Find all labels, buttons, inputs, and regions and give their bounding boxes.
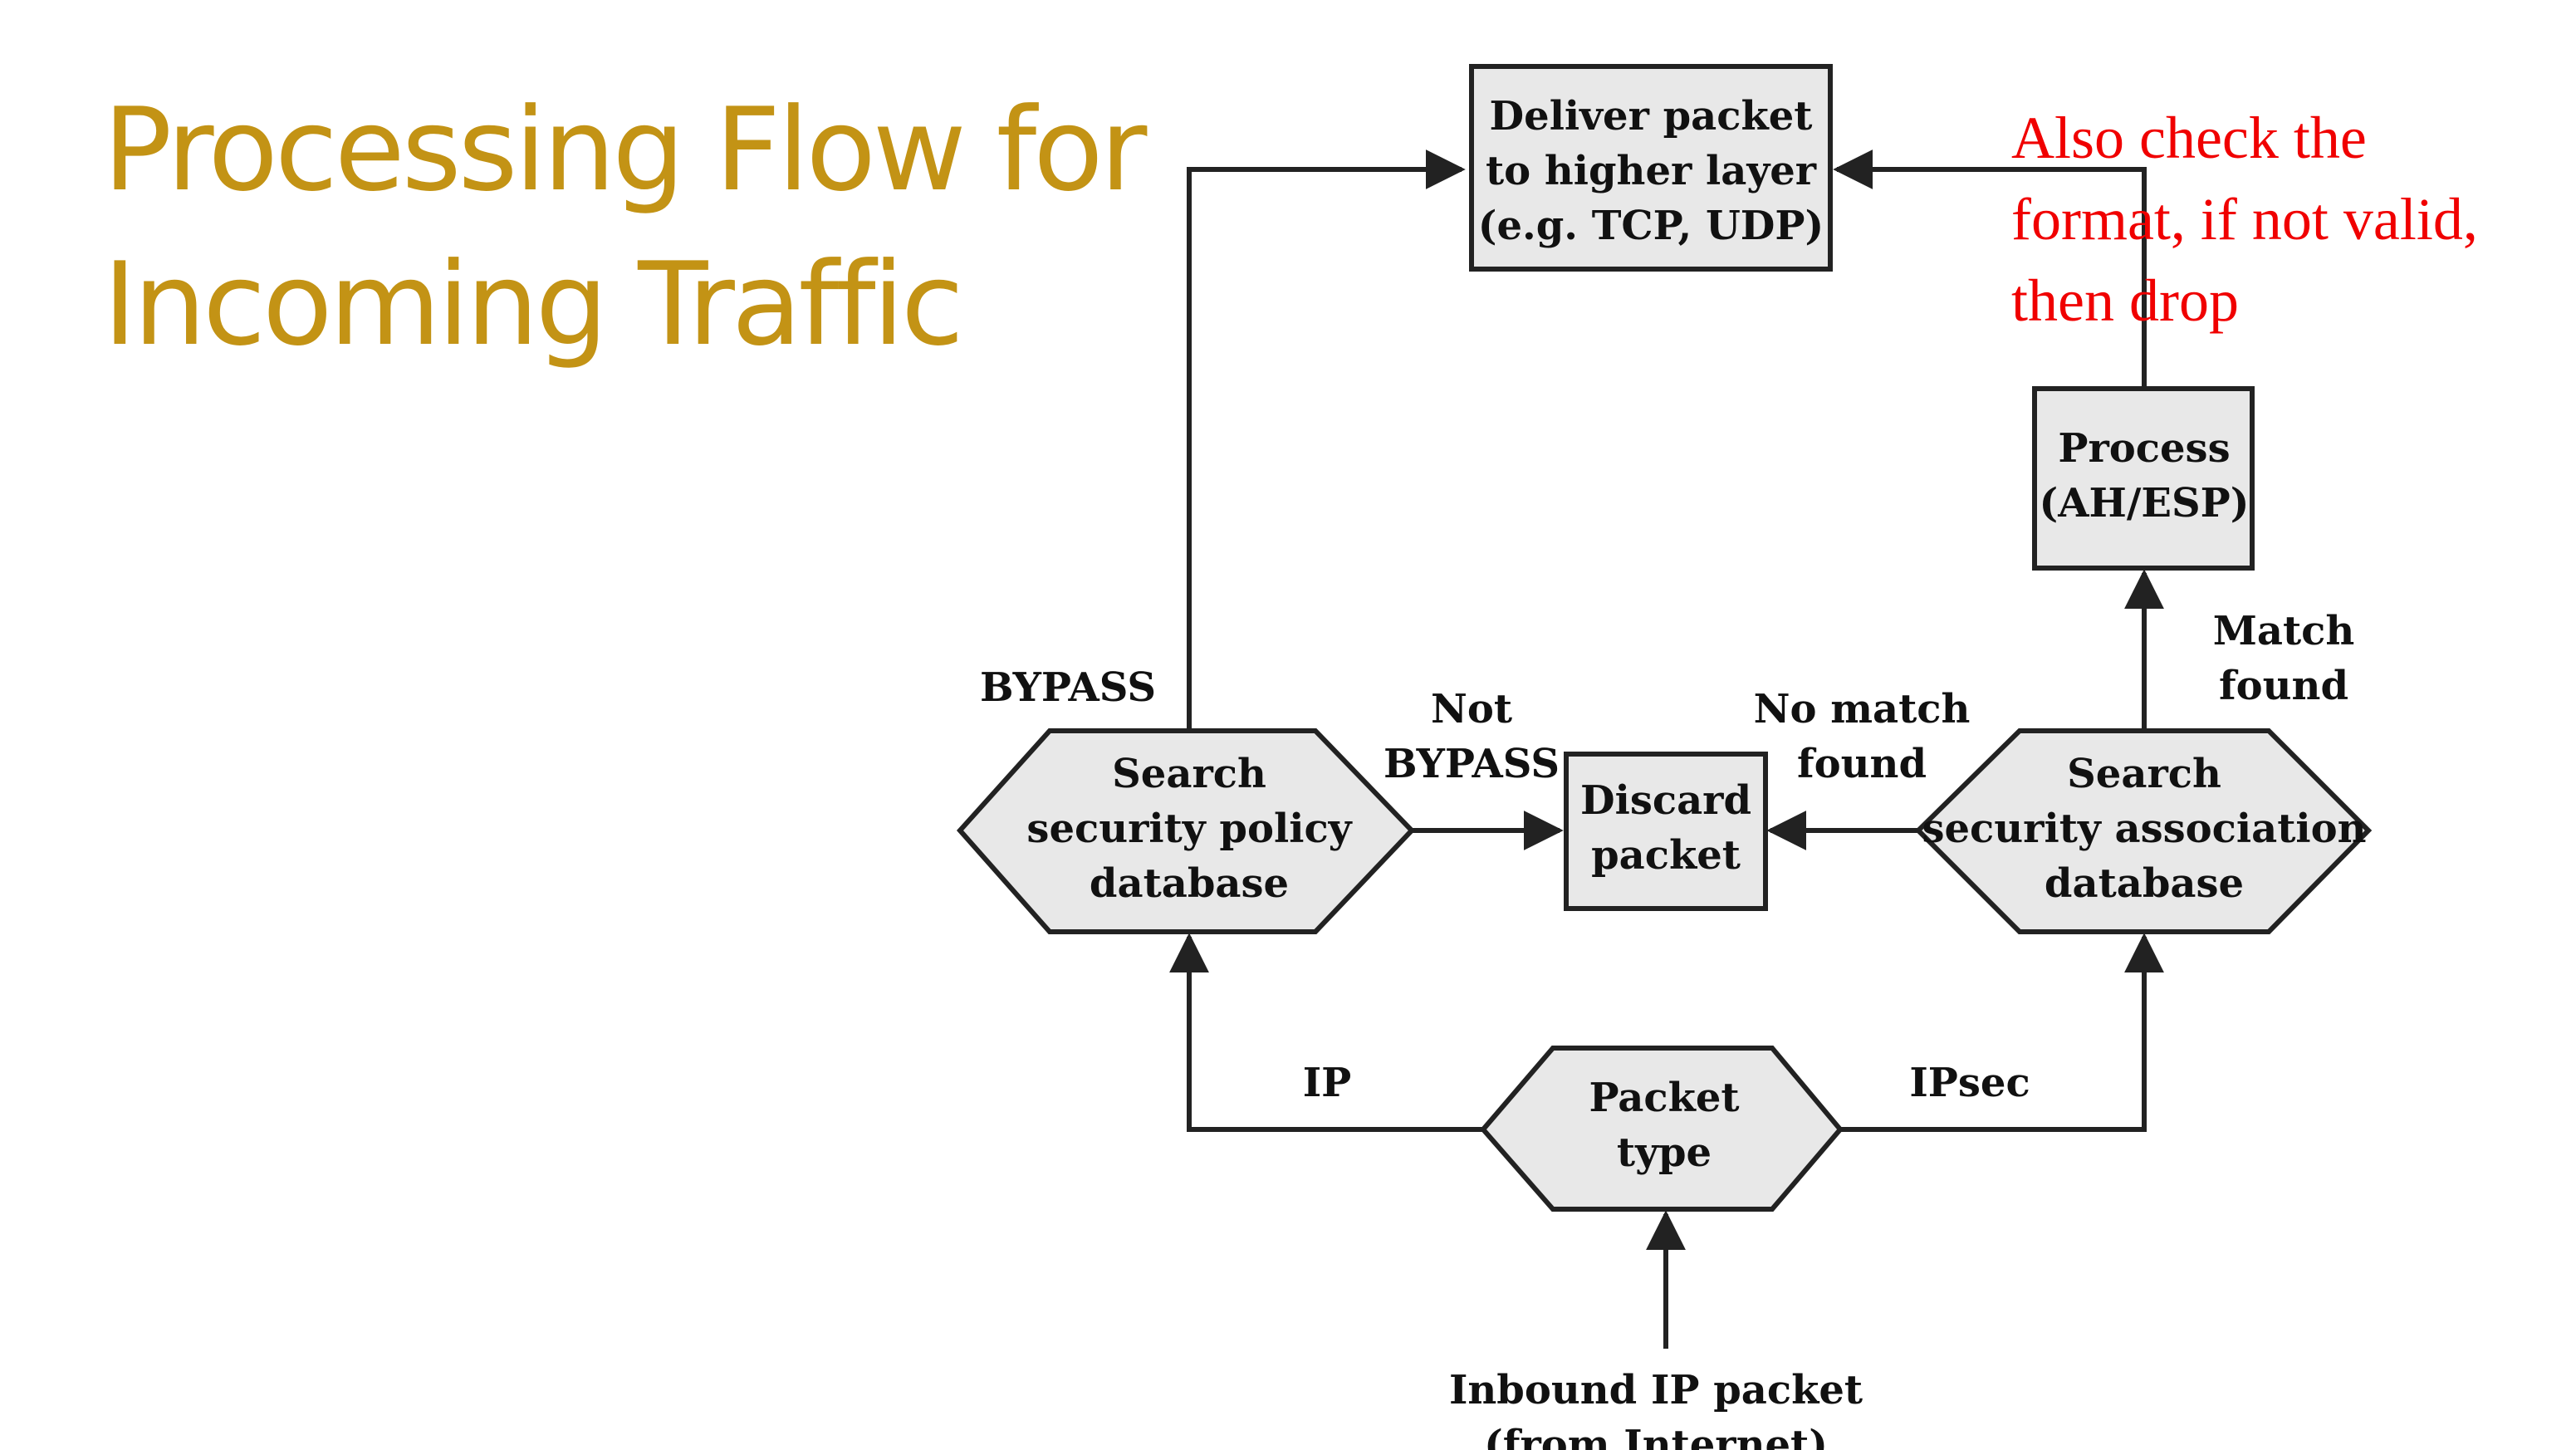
- connector-packet-type-to-sad: [1840, 933, 2164, 1132]
- node-discard-line-2: packet: [1591, 832, 1741, 879]
- slide-title-line-2: Incoming Traffic: [103, 238, 964, 371]
- connector-process-to-deliver: [1833, 149, 2147, 389]
- edge-label-ip: IP: [1303, 1060, 1352, 1106]
- edge-label-inbound-line-1: Inbound IP packet: [1449, 1367, 1863, 1413]
- edge-label-inbound-line-2: (from Internet): [1484, 1422, 1828, 1450]
- slide-title-line-1: Processing Flow for: [103, 83, 1147, 217]
- connector-packet-type-to-spd: [1169, 933, 1483, 1132]
- edge-label-match-line-2: found: [2219, 663, 2348, 709]
- node-deliver-line-1: Deliver packet: [1490, 93, 1813, 140]
- node-process-line-1: Process: [2058, 425, 2230, 472]
- node-search-security-policy-database: Search security policy database: [956, 728, 1416, 934]
- node-process-line-2: (AH/ESP): [2040, 480, 2250, 527]
- node-discard-line-1: Discard: [1580, 777, 1751, 824]
- node-deliver-line-3: (e.g. TCP, UDP): [1478, 203, 1824, 249]
- node-search-security-association-database: Search security association database: [1914, 728, 2373, 934]
- node-discard-packet: Discard packet: [1564, 752, 1768, 911]
- node-spd-line-2: security policy: [1026, 806, 1353, 852]
- edge-label-not-bypass-line-2: BYPASS: [1383, 741, 1560, 787]
- node-sad-line-3: database: [2045, 860, 2244, 907]
- node-process: Process (AH/ESP): [2032, 386, 2255, 571]
- node-sad-line-1: Search: [2067, 751, 2221, 797]
- annotation-line-2: format, if not valid,: [2011, 186, 2478, 252]
- node-sad-line-2: security association: [1922, 806, 2366, 852]
- node-deliver-line-2: to higher layer: [1486, 148, 1817, 194]
- node-spd-line-1: Search: [1112, 751, 1266, 797]
- edge-label-no-match-line-2: found: [1797, 741, 1927, 787]
- edge-label-bypass: BYPASS: [980, 664, 1156, 711]
- edge-label-match-line-1: Match: [2213, 608, 2355, 654]
- connector-bypass-to-deliver: [1187, 149, 1466, 731]
- edge-label-not-bypass-line-1: Not: [1431, 686, 1512, 732]
- node-packet-type-line-2: type: [1617, 1129, 1712, 1176]
- annotation-line-3: then drop: [2011, 267, 2239, 334]
- slide-title: Processing Flow for Incoming Traffic: [103, 73, 1199, 382]
- edge-label-no-match-line-1: No match: [1754, 686, 1971, 732]
- node-deliver-packet: Deliver packet to higher layer (e.g. TCP…: [1469, 64, 1833, 272]
- node-spd-line-3: database: [1090, 860, 1289, 907]
- node-packet-type-line-1: Packet: [1589, 1075, 1739, 1121]
- edge-label-ipsec: IPsec: [1909, 1060, 2030, 1106]
- node-packet-type: Packet type: [1480, 1046, 1844, 1212]
- annotation-line-1: Also check the: [2011, 105, 2367, 171]
